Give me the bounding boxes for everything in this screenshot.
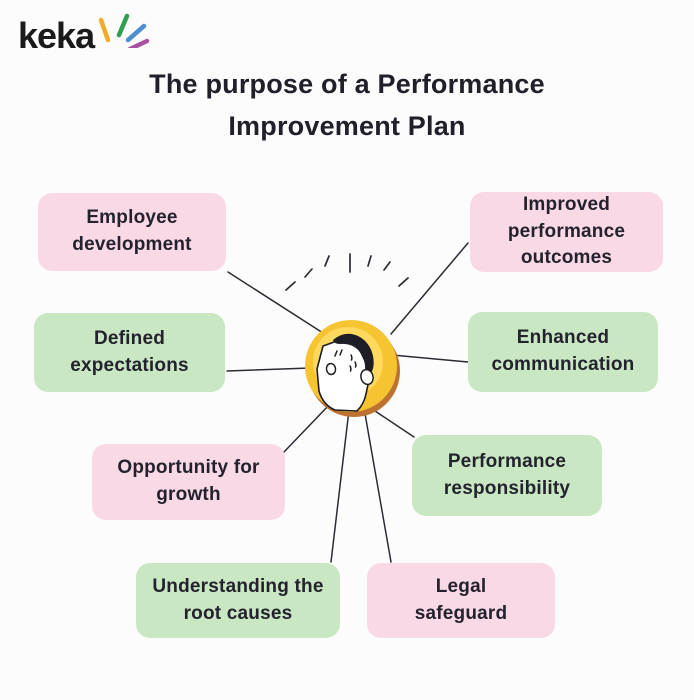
stress-burst-lines (285, 253, 409, 291)
keka-logo-text: keka (18, 15, 95, 56)
keka-logo: keka (18, 8, 158, 68)
node-improved-performance-outcomes: Improved performance outcomes (470, 192, 663, 272)
stressed-person-coin-illustration (305, 320, 400, 417)
node-enhanced-communication: Enhanced communication (468, 312, 658, 392)
connector-lines (226, 242, 469, 563)
page-title: The purpose of a Performance Improvement… (149, 69, 545, 141)
node-employee-development: Employee development (38, 193, 226, 271)
keka-logo-sparkle-icon (98, 13, 150, 48)
node-defined-expectations: Defined expectations (34, 313, 225, 392)
node-legal-safeguard: Legal safeguard (367, 563, 555, 638)
node-performance-responsibility: Performance responsibility (412, 435, 602, 516)
node-opportunity-for-growth: Opportunity for growth (92, 444, 285, 520)
node-understanding-the-root-causes: Understanding the root causes (136, 563, 340, 638)
